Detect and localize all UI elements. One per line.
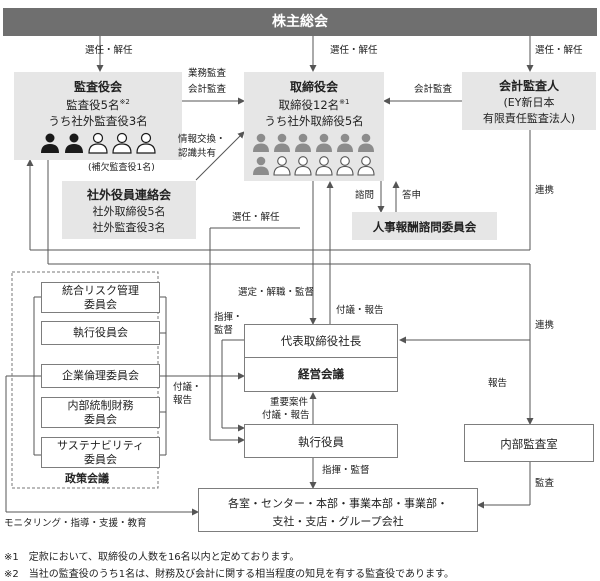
executive-officers-box: 執行役員 bbox=[244, 424, 398, 458]
policy-item-sustainability: サステナビリティ 委員会 bbox=[41, 437, 160, 468]
outside-liaison-auditors: 社外監査役3名 bbox=[92, 221, 166, 234]
label-direct-1: 指揮・ bbox=[214, 312, 243, 323]
person-icon bbox=[315, 156, 333, 176]
accounting-auditor-title: 会計監査人 bbox=[498, 79, 559, 93]
label-cooperation-1: 連携 bbox=[535, 185, 555, 196]
label-info-exchange-2: 認識共有 bbox=[178, 148, 217, 159]
policy-item-integrated-risk: 統合リスク管理 委員会 bbox=[41, 282, 160, 313]
divisions-line2: 支社・支店・グループ会社 bbox=[272, 515, 404, 528]
label-accounting-audit-1: 会計監査 bbox=[188, 84, 227, 95]
board-members: 取締役12名※1 bbox=[278, 98, 350, 112]
label-command-supervise: 指揮・監督 bbox=[322, 465, 370, 476]
footnote-1: ※1 定款において、取締役の人数を16名以内と定めております。 bbox=[4, 552, 300, 563]
management-meeting-title: 経営会議 bbox=[298, 367, 344, 381]
board-title: 取締役会 bbox=[289, 80, 338, 94]
shareholders-meeting-bar: 株主総会 bbox=[3, 8, 597, 36]
audit-board-footnote-mark: ※2 bbox=[119, 98, 130, 107]
label-cooperation-2: 連携 bbox=[535, 320, 555, 331]
president-title: 代表取締役社長 bbox=[280, 334, 362, 348]
label-direct-2: 監督 bbox=[214, 325, 234, 336]
person-icon bbox=[294, 156, 312, 176]
internal-audit-box: 内部監査室 bbox=[464, 424, 594, 462]
person-icon bbox=[336, 156, 354, 176]
person-icon bbox=[358, 133, 374, 152]
board-of-directors-panel: 取締役会 取締役12名※1 うち社外取締役5名 bbox=[244, 72, 384, 181]
person-icon bbox=[65, 133, 83, 153]
outside-liaison-title: 社外役員連絡会 bbox=[86, 188, 171, 202]
policy-item-corporate-ethics: 企業倫理委員会 bbox=[41, 364, 160, 388]
label-business-audit: 業務監査 bbox=[188, 68, 227, 79]
audit-board-members: 監査役5名※2 bbox=[66, 98, 130, 112]
person-icon bbox=[253, 156, 269, 175]
substitute-auditor-note: (補欠監査役1名) bbox=[88, 163, 155, 173]
policy-item-internal-control: 内部統制財務 委員会 bbox=[41, 397, 160, 428]
label-report: 報告 bbox=[488, 378, 508, 389]
label-monitoring: モニタリング・指導・支援・教育 bbox=[4, 518, 147, 529]
person-icon bbox=[337, 133, 353, 152]
label-consult: 諮問 bbox=[355, 190, 375, 201]
person-icon bbox=[112, 132, 132, 154]
label-audit: 監査 bbox=[535, 478, 555, 489]
label-policy-report-1: 付議・ bbox=[173, 382, 202, 393]
divider bbox=[245, 357, 397, 358]
divisions-line1: 各室・センター・本部・事業本部・事業部・ bbox=[228, 497, 448, 510]
person-icon bbox=[357, 156, 375, 176]
person-icon bbox=[316, 133, 332, 152]
audit-board-person-icons bbox=[41, 132, 156, 154]
label-important-matters-1: 重要案件 bbox=[270, 397, 309, 408]
nomination-committee-title: 人事報酬諮問委員会 bbox=[372, 220, 477, 234]
label-elect-dismiss-audit: 選任・解任 bbox=[85, 45, 133, 56]
label-elect-dismiss-executives: 選任・解任 bbox=[232, 212, 280, 223]
internal-audit-title: 内部監査室 bbox=[500, 437, 558, 451]
label-select-dismiss-supervise: 選定・解職・監督 bbox=[238, 287, 315, 298]
audit-board-title: 監査役会 bbox=[73, 80, 122, 94]
label-elect-dismiss-auditor: 選任・解任 bbox=[535, 45, 583, 56]
policy-meeting-title: 政策会議 bbox=[65, 472, 109, 485]
person-icon bbox=[295, 133, 311, 152]
outside-officers-liaison-panel: 社外役員連絡会 社外取締役5名 社外監査役3名 bbox=[62, 181, 196, 239]
board-outside-members: うち社外取締役5名 bbox=[264, 114, 364, 128]
label-info-exchange-1: 情報交換・ bbox=[178, 134, 226, 145]
outside-liaison-directors: 社外取締役5名 bbox=[92, 205, 166, 218]
accounting-auditor-panel: 会計監査人 (EY新日本 有限責任監査法人) bbox=[462, 72, 596, 130]
president-box: 代表取締役社長 経営会議 bbox=[244, 324, 398, 392]
label-accounting-audit-2: 会計監査 bbox=[414, 84, 453, 95]
audit-board-outside-members: うち社外監査役3名 bbox=[48, 114, 148, 128]
policy-item-executive-officers-meeting: 執行役員会 bbox=[41, 321, 160, 345]
board-footnote-mark: ※1 bbox=[339, 98, 350, 107]
label-important-matters-2: 付議・報告 bbox=[262, 410, 310, 421]
person-icon bbox=[88, 132, 108, 154]
accounting-auditor-firm-line1: (EY新日本 bbox=[503, 96, 555, 109]
person-icon bbox=[273, 156, 291, 176]
person-icon bbox=[253, 133, 269, 152]
accounting-auditor-firm-line2: 有限責任監査法人) bbox=[482, 112, 576, 125]
label-policy-report-2: 報告 bbox=[173, 395, 193, 406]
audit-board-panel: 監査役会 監査役5名※2 うち社外監査役3名 bbox=[14, 72, 182, 160]
shareholders-meeting-title: 株主総会 bbox=[272, 14, 328, 30]
person-icon bbox=[274, 133, 290, 152]
board-person-icons bbox=[253, 133, 375, 176]
nomination-committee-panel: 人事報酬諮問委員会 bbox=[352, 212, 497, 240]
divisions-box: 各室・センター・本部・事業本部・事業部・ 支社・支店・グループ会社 bbox=[198, 488, 478, 532]
person-icon bbox=[41, 133, 59, 153]
label-report-back: 答申 bbox=[402, 190, 422, 201]
label-elect-dismiss-board: 選任・解任 bbox=[330, 45, 378, 56]
label-report-to-board: 付議・報告 bbox=[336, 305, 384, 316]
person-icon bbox=[136, 132, 156, 154]
executive-officers-title: 執行役員 bbox=[298, 435, 344, 449]
footnote-2: ※2 当社の監査役のうち1名は、財務及び会計に関する相当程度の知見を有する監査役… bbox=[4, 569, 455, 580]
